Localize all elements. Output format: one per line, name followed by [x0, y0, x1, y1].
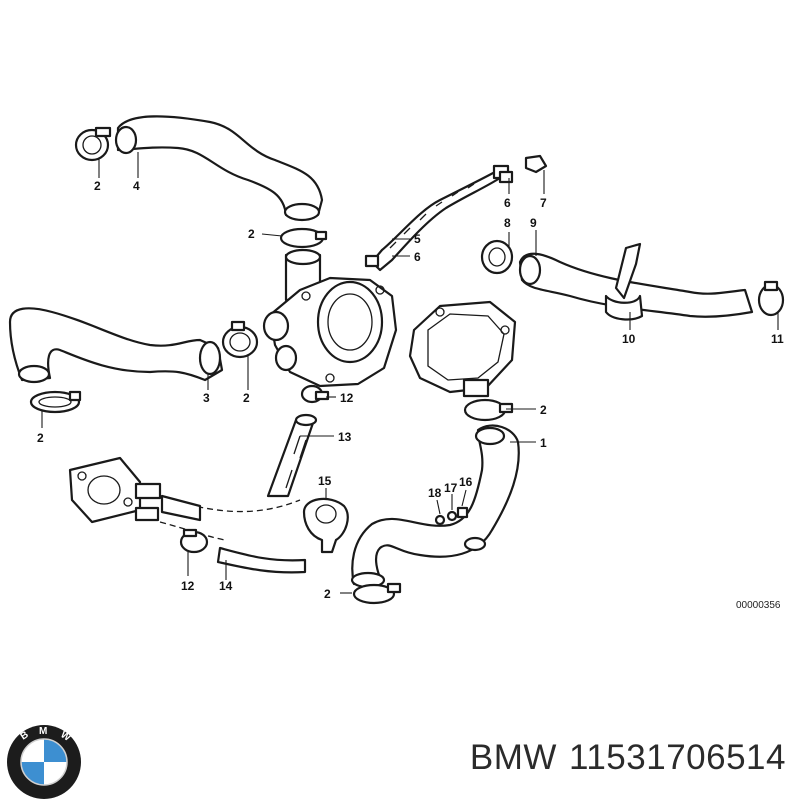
callout-15: 15	[318, 474, 332, 488]
callout-17: 17	[444, 481, 458, 495]
leader-lines	[41, 152, 779, 594]
callout-16: 16	[459, 475, 473, 489]
callout-2: 2	[324, 587, 331, 601]
callout-6: 6	[414, 250, 421, 264]
clamp-2-left	[29, 390, 82, 414]
callout-labels: 2 4 2 5 6 6 7 8 9 10 11 3 2 2 12 13 2 1 …	[37, 179, 784, 601]
callout-6: 6	[504, 196, 511, 210]
footer: B M W BMW 11531706514	[0, 700, 800, 800]
clamp-12-lower	[179, 528, 209, 554]
callout-9: 9	[530, 216, 537, 230]
callout-12: 12	[181, 579, 195, 593]
pump-housing	[262, 248, 398, 388]
pipe-10	[518, 242, 754, 321]
hose-1	[350, 424, 520, 589]
routing-line-lower	[159, 521, 226, 541]
cooling-hose-diagram: 2 4 2 5 6 6 7 8 9 10 11 3 2 2 12 13 2 1 …	[8, 115, 785, 611]
hose-13	[266, 413, 318, 498]
caption-part-number: 11531706514	[568, 738, 786, 777]
diagram-reference-code: 00000356	[736, 600, 781, 611]
callout-2: 2	[243, 391, 250, 405]
bmw-logo-icon: B M W	[7, 725, 81, 799]
callout-2: 2	[540, 403, 547, 417]
callout-4: 4	[133, 179, 140, 193]
callout-13: 13	[338, 430, 352, 444]
clamp-2-top	[74, 126, 112, 162]
clamp-2-upper	[279, 227, 328, 249]
callout-14: 14	[219, 579, 233, 593]
hose-3	[8, 307, 224, 384]
caption-brand: BMW	[469, 738, 557, 777]
callout-2: 2	[248, 227, 255, 241]
part-caption: BMW 11531706514	[470, 738, 786, 778]
heater-flange	[68, 456, 162, 524]
clamp-8	[480, 239, 514, 275]
clamp-2-bottom	[352, 582, 402, 605]
callout-1: 1	[540, 436, 547, 450]
callout-12: 12	[340, 391, 354, 405]
hose-4	[114, 115, 324, 222]
fitting-6-7	[498, 154, 548, 184]
callout-3: 3	[203, 391, 210, 405]
fasteners-16-18	[434, 506, 469, 526]
clamp-12-upper	[300, 384, 330, 404]
callout-5: 5	[414, 232, 421, 246]
bracket-15	[302, 497, 349, 554]
clamp-2-right	[463, 398, 514, 422]
callout-18: 18	[428, 486, 442, 500]
callout-11: 11	[771, 332, 784, 346]
clamp-11	[757, 280, 785, 317]
thermostat-cover	[408, 300, 517, 398]
callout-7: 7	[540, 196, 547, 210]
hose-14	[160, 494, 307, 574]
clamp-2-middle	[221, 320, 259, 359]
callout-2: 2	[94, 179, 101, 193]
callout-8: 8	[504, 216, 511, 230]
callout-2: 2	[37, 431, 44, 445]
callout-10: 10	[622, 332, 636, 346]
svg-text:M: M	[39, 726, 47, 737]
